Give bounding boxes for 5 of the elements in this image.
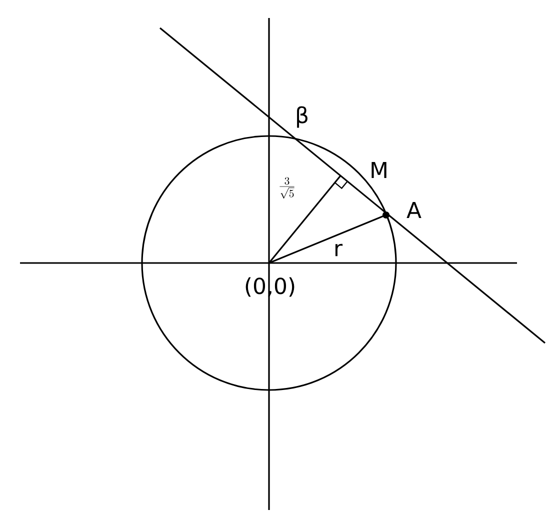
angle-label: β <box>297 106 308 128</box>
length-label: $\frac{3}{\sqrt{5}}$ <box>280 177 294 199</box>
point-label: M <box>372 162 386 178</box>
radius-label: r <box>335 244 343 256</box>
point-label: A <box>406 202 422 218</box>
